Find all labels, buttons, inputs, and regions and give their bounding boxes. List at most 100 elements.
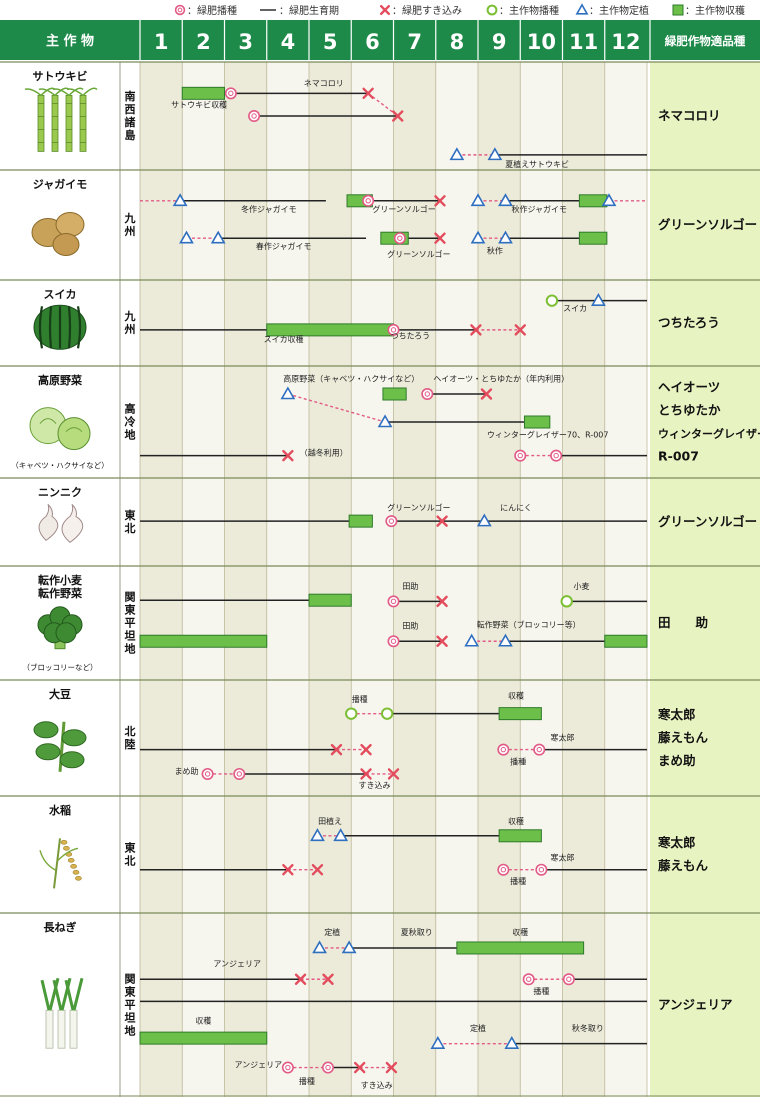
harvest-bar [181,86,225,100]
annotation-label: 寒太郎 [551,732,575,742]
leek-white [69,1009,78,1049]
main-crop-transplant-marker [476,513,492,527]
main-crop-transplant-marker [179,230,194,244]
annotation-label: アンジェリア [213,959,261,968]
green-manure-plowing-marker [470,324,482,336]
crop-name: 高原野菜 [38,373,83,387]
variety-name: とちゆたか [658,403,721,418]
annotation-label: 定植 [324,927,340,937]
annotation-label: 高原野菜（キャベツ・ハクサイなど） [283,374,419,384]
soybean-icon [33,721,87,772]
month-column-bg [266,62,309,1097]
green-manure-sowing-marker-inner [204,771,211,777]
rice-grain [75,876,82,881]
region-char: 州 [124,323,136,336]
main-crop-transplant-marker [487,147,503,161]
region-label: 北陸 [125,724,136,751]
garlic-bulb [38,504,59,542]
variety-column-bg [650,62,760,1097]
annotation-label: 収穫 [508,816,524,826]
rice-leaf [39,847,79,871]
main-crop-transplant-marker [498,193,513,207]
month-column-bg [309,62,352,1097]
region-char: 陸 [125,737,136,751]
annotation-label: サトウキビ収穫 [171,99,227,109]
green-manure-sowing-marker-inner [500,867,507,873]
green-manure-sowing-marker-inner [517,452,523,459]
green-manure-plowing-marker [360,743,372,756]
green-manure-plowing-marker [282,449,294,462]
rice-grain [67,858,75,863]
legend-label: ：主作物収穫 [685,4,745,17]
legend-item: ：主作物収穫 [672,4,745,17]
variety-name: ヘイオーツ [658,380,720,395]
green-manure-sowing-marker [387,323,400,336]
region-char: 九 [124,309,136,323]
legend-item: ：緑肥生育期 [260,4,339,17]
month-column-bg [393,62,436,1097]
legend-label: ：主作物播種 [499,4,559,17]
harvest-bar [578,231,608,245]
harvest-bar [308,593,352,607]
green-manure-plowing-marker [322,973,334,985]
garlic-icon [38,504,84,544]
header-varieties-label: 緑肥作物適品種 [665,34,746,48]
annotation-label: すき込み [361,1081,393,1090]
green-manure-sowing-marker [535,863,548,876]
harvest-bar [604,634,648,648]
month-tick-label: 9 [492,30,507,54]
green-manure-sowing-marker-inner [325,1064,331,1071]
main-crop-transplant-marker [498,633,513,647]
main-crop-transplant-marker [341,940,357,954]
variety-name: グリーンソルゴー [658,514,757,529]
green-manure-sowing-marker-inner [388,518,395,524]
variety-name: グリーンソルゴー [658,217,757,232]
green-manure-plowing-marker [385,1061,398,1074]
month-tick-label: 3 [238,30,253,54]
main-crop-transplant-marker [430,1036,446,1049]
crop-name: 大豆 [49,687,71,701]
annotation-label: つちたろう [391,331,431,340]
leek-white [45,1009,54,1049]
main-crop-sowing-marker [545,294,559,307]
annotation-label: スイカ [563,304,587,313]
annotation-label: スイカ収穫 [264,334,304,344]
green-manure-sowing-marker [387,635,400,648]
annotation-label: 夏秋取り [401,927,433,937]
broccoli-floret [55,622,77,644]
region-char: 州 [124,225,136,238]
region-char: 北 [125,521,136,535]
green-manure-sowing-marker [174,4,186,16]
green-manure-sowing-marker-inner [553,452,559,459]
variety-name: つちたろう [658,315,720,330]
annotation-label: 寒太郎 [551,852,575,862]
annotation-label: ウィンターグレイザー70、R-007 [487,430,609,440]
annotation-label: 小麦 [574,581,590,591]
crop-row: 大豆北陸寒太郎藤えもんまめ助播種収穫寒太郎播種まめ助すき込み [0,679,760,790]
main-crop-transplant-marker [312,940,327,954]
region-label: 東北 [125,508,137,535]
legend-label: ：主作物定植 [589,4,649,17]
broccoli-icon [37,606,83,650]
legend: ：緑肥播種：緑肥生育期：緑肥すき込み：主作物播種：主作物定植：主作物収穫 [174,3,745,17]
leek-green [52,977,72,1011]
rice-stalk [53,838,61,889]
green-manure-sowing-marker [322,1061,335,1074]
cabbage-vein [39,418,83,432]
region-char: 地 [125,428,136,442]
header-crop-label: 主 作 物 [46,33,94,49]
region-char: 坦 [125,1011,136,1025]
green-manure-sowing-marker [497,743,510,756]
annotation-label: 春作ジャガイモ [256,241,312,251]
green-manure-sowing-marker [562,973,575,986]
region-char: 東 [125,841,137,855]
region-char: 地 [125,642,136,656]
crop-name: ニンニク [38,486,82,499]
cabbage [57,417,91,451]
green-manure-sowing-marker-inner [390,638,397,644]
region-label: 関東平坦地 [125,591,137,656]
green-manure-plowing-marker [434,232,446,244]
green-manure-sowing-marker [550,449,563,462]
